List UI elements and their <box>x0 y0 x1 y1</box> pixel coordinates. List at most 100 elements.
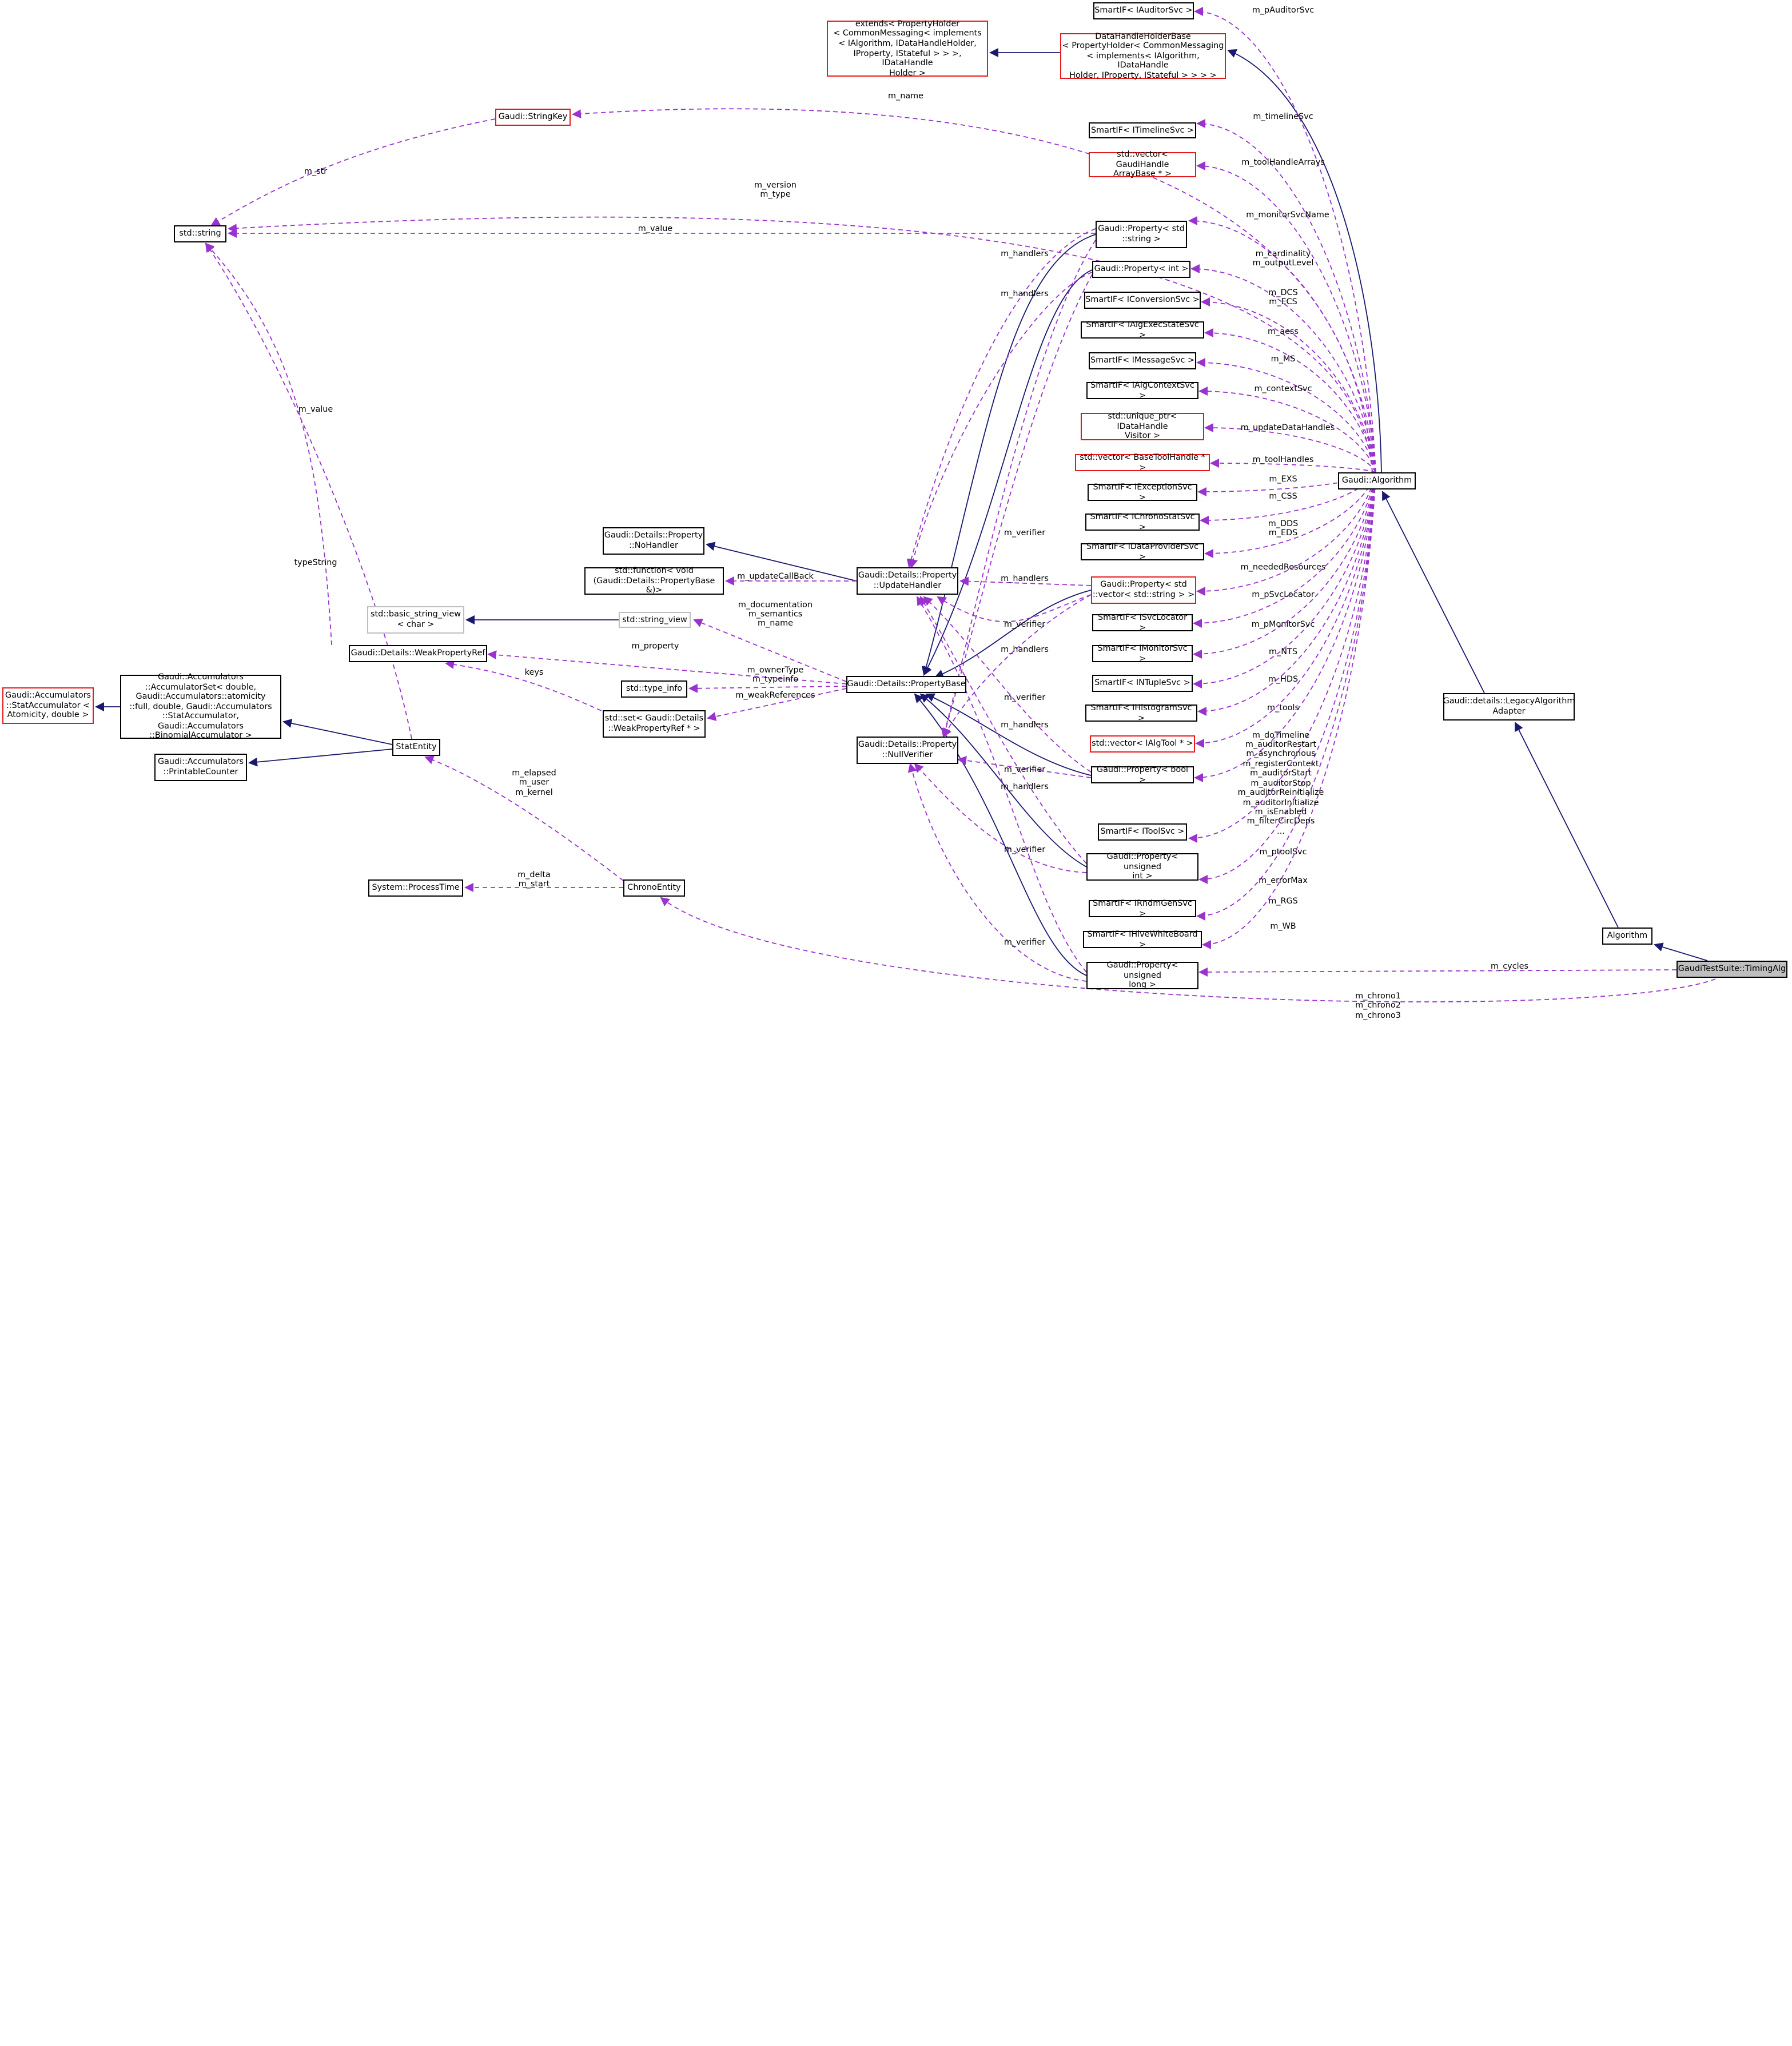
edge-label-timelineSvc: m_timelineSvc <box>1253 112 1313 121</box>
usage-edge-63 <box>693 618 847 682</box>
edge-label-eds: m_EDS <box>1269 528 1298 538</box>
usage-edge-42 <box>228 216 1373 473</box>
edge-label-pMonitorSvc: m_pMonitorSvc <box>1252 620 1315 629</box>
node-property-vector-string[interactable]: Gaudi::Property< std ::vector< std::stri… <box>1091 576 1196 604</box>
node-accumulators-accumulatorset[interactable]: Gaudi::Accumulators ::AccumulatorSet< do… <box>120 671 281 741</box>
node-vector-ialgtool[interactable]: std::vector< IAlgTool * > <box>1090 735 1195 753</box>
usage-edge-60 <box>957 755 1092 778</box>
edge-label-dcs: m_DCS <box>1268 288 1297 297</box>
node-system-processtime[interactable]: System::ProcessTime <box>368 879 463 897</box>
edge-label-semantics: m_semantics <box>748 610 803 619</box>
node-smartif-itoolsvc[interactable]: SmartIF< IToolSvc > <box>1098 823 1187 841</box>
node-smartif-intuplesvc[interactable]: SmartIF< INTupleSvc > <box>1092 675 1193 692</box>
node-extends-propertyholder[interactable]: extends< PropertyHolder < CommonMessagin… <box>827 18 988 77</box>
node-smartif-ialgcontextsvc[interactable]: SmartIF< IAlgContextSvc > <box>1086 380 1198 400</box>
node-smartif-itimelinesvc[interactable]: SmartIF< ITimelineSvc > <box>1089 122 1196 138</box>
usage-edge-35 <box>1195 472 1376 748</box>
usage-edge-67 <box>445 660 624 721</box>
node-statentity[interactable]: StatEntity <box>392 739 440 756</box>
node-std-set-weakpropertyref[interactable]: std::set< Gaudi::Details ::WeakPropertyR… <box>603 710 706 738</box>
node-property-nohandler[interactable]: Gaudi::Details::Property ::NoHandler <box>603 527 704 555</box>
usage-edge-52 <box>959 576 1092 586</box>
node-property-int[interactable]: Gaudi::Property< int > <box>1092 261 1190 278</box>
node-property-string[interactable]: Gaudi::Property< std ::string > <box>1096 221 1187 248</box>
node-property-unsigned-long[interactable]: Gaudi::Property< unsigned long > <box>1086 960 1198 989</box>
edge-label-auditorReinitialize: m_auditorReinitialize <box>1238 788 1324 797</box>
edge-label-keys: keys <box>525 668 544 677</box>
edge-label-hds: m_HDS <box>1268 675 1298 684</box>
edge-label-kernel: m_kernel <box>515 788 553 797</box>
usage-edge-16 <box>1194 7 1376 473</box>
usage-edge-32 <box>1193 472 1376 659</box>
usage-edge-64 <box>487 650 847 684</box>
edge-label-rgs: m_RGS <box>1268 897 1298 906</box>
node-std-string[interactable]: std::string <box>174 225 226 242</box>
edge-label-user: m_user <box>519 778 549 787</box>
node-smartif-iexceptionsvc[interactable]: SmartIF< IExceptionSvc > <box>1088 481 1197 501</box>
node-smartif-ihivewhiteboard[interactable]: SmartIF< IHiveWhiteBoard > <box>1083 929 1202 949</box>
node-smartif-imessagesvc[interactable]: SmartIF< IMessageSvc > <box>1089 352 1196 369</box>
node-smartif-imonitorsvc[interactable]: SmartIF< IMonitorSvc > <box>1092 643 1193 663</box>
node-weakpropertyref[interactable]: Gaudi::Details::WeakPropertyRef <box>349 645 487 662</box>
edge-label-handlers: m_handlers <box>1001 645 1049 654</box>
node-smartif-iauditorsvc[interactable]: SmartIF< IAuditorSvc > <box>1093 2 1194 19</box>
usage-edge-57 <box>941 240 1096 738</box>
node-datahandleholderbase[interactable]: DataHandleHolderBase < PropertyHolder< C… <box>1060 30 1226 79</box>
node-propertybase[interactable]: Gaudi::Details::PropertyBase <box>846 676 966 693</box>
edge-label-asynchronous: m_asynchronous <box>1246 749 1315 758</box>
node-std-function-void[interactable]: std::function< void (Gaudi::Details::Pro… <box>584 566 724 595</box>
edge-label-ellipsis: ... <box>1277 827 1285 836</box>
node-vector-basetoolhandle[interactable]: std::vector< BaseToolHandle * > <box>1075 452 1210 472</box>
edge-label-verifier: m_verifier <box>1004 620 1045 629</box>
edge-label-updateDataHandles: m_updateDataHandles <box>1241 423 1335 432</box>
usage-edge-47 <box>205 242 332 646</box>
node-gaudi-algorithm[interactable]: Gaudi::Algorithm <box>1338 472 1416 489</box>
node-legacyalgorithmadapter[interactable]: Gaudi::details::LegacyAlgorithm Adapter <box>1443 693 1575 721</box>
node-property-updatehandler[interactable]: Gaudi::Details::Property ::UpdateHandler <box>857 567 958 595</box>
usage-edge-22 <box>1204 328 1376 473</box>
node-smartif-iconversionsvc[interactable]: SmartIF< IConversionSvc > <box>1084 292 1201 309</box>
node-accumulators-statacc[interactable]: Gaudi::Accumulators ::StatAccumulator < … <box>2 687 94 724</box>
node-property-unsigned-int[interactable]: Gaudi::Property< unsigned int > <box>1086 851 1198 881</box>
edge-label-toolHandleArrays: m_toolHandleArrays <box>1241 158 1324 167</box>
usage-edge-21 <box>1201 297 1376 473</box>
node-gaudi-stringkey[interactable]: Gaudi::StringKey <box>495 109 571 126</box>
node-smartif-ialgexecstatesvc[interactable]: SmartIF< IAlgExecStateSvc > <box>1081 319 1204 339</box>
edge-label-registerContext: m_registerContext <box>1243 759 1319 769</box>
edge-label-version: m_version <box>754 181 797 190</box>
inheritance-edge-10 <box>921 234 1096 676</box>
usage-edge-59 <box>943 594 1092 738</box>
node-vector-gaudihandlearraybase[interactable]: std::vector< GaudiHandle ArrayBase * > <box>1089 149 1196 178</box>
edge-label-css: m_CSS <box>1269 492 1297 501</box>
usage-edge-25 <box>1204 423 1376 473</box>
node-smartif-ihistogramsvc[interactable]: SmartIF< IHistogramSvc > <box>1085 702 1197 722</box>
node-accumulators-printablecounter[interactable]: Gaudi::Accumulators ::PrintableCounter <box>154 754 247 781</box>
node-std-string-view[interactable]: std::string_view <box>619 612 691 628</box>
edge-label-dds: m_DDS <box>1268 519 1299 528</box>
node-smartif-ichronostatsvc[interactable]: SmartIF< IChronoStatSvc > <box>1085 511 1200 531</box>
edge-label-ecs: m_ECS <box>1269 297 1297 306</box>
node-std-type-info[interactable]: std::type_info <box>621 680 687 698</box>
usage-edge-48 <box>205 242 412 739</box>
node-property-bool[interactable]: Gaudi::Property< bool > <box>1091 764 1194 784</box>
edge-label-weakReferences: m_weakReferences <box>736 691 815 700</box>
edge-label-auditorStop: m_auditorStop <box>1251 779 1311 788</box>
node-smartif-idataprovidersvc[interactable]: SmartIF< IDataProviderSvc > <box>1081 541 1204 561</box>
usage-edge-23 <box>1196 358 1376 473</box>
node-smartif-irndmgensvc[interactable]: SmartIF< IRndmGenSvc > <box>1089 898 1196 918</box>
diagram-edges: m_pAuditorSvcm_namem_timelineSvcm_toolHa… <box>95 6 1716 1020</box>
node-property-nullverifier[interactable]: Gaudi::Details::Property ::NullVerifier <box>857 737 958 764</box>
node-algorithm[interactable]: Algorithm <box>1602 928 1652 945</box>
edge-label-handlers: m_handlers <box>1001 721 1049 730</box>
node-chronoentity[interactable]: ChronoEntity <box>623 879 685 897</box>
edge-label-property: m_property <box>632 642 679 651</box>
inheritance-edge-9 <box>248 749 393 767</box>
node-gaudi-testsuite-timingalg[interactable]: GaudiTestSuite::TimingAlg <box>1676 961 1787 978</box>
edge-label-cycles: m_cycles <box>1491 962 1528 971</box>
edge-label-pSvcLocator: m_pSvcLocator <box>1252 590 1315 599</box>
edge-label-handlers: m_handlers <box>1001 782 1049 791</box>
node-unique-ptr-idatahandlevisitor[interactable]: std::unique_ptr< IDataHandle Visitor > <box>1081 411 1204 440</box>
node-basic-string-view[interactable]: std::basic_string_view < char > <box>367 606 464 634</box>
node-smartif-isvclocator[interactable]: SmartIF< ISvcLocator > <box>1092 612 1193 632</box>
